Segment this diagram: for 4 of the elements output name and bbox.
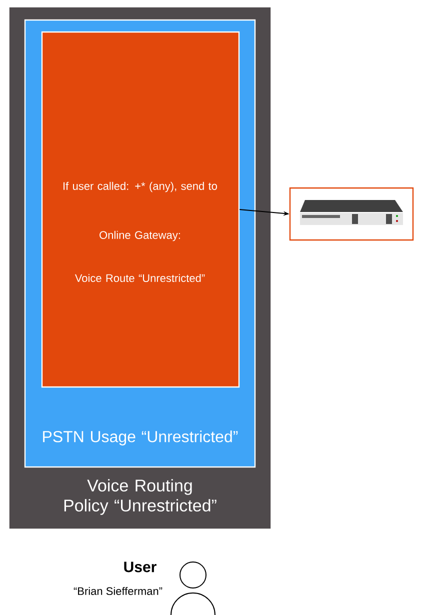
server-drawing: [289, 187, 414, 241]
user-name: “Brian Siefferman”: [74, 586, 162, 596]
route-box: If user called: +* (any), send to Online Gateway: Voice Route “Unrestricted”: [41, 31, 240, 388]
user-label: User: [124, 562, 156, 572]
